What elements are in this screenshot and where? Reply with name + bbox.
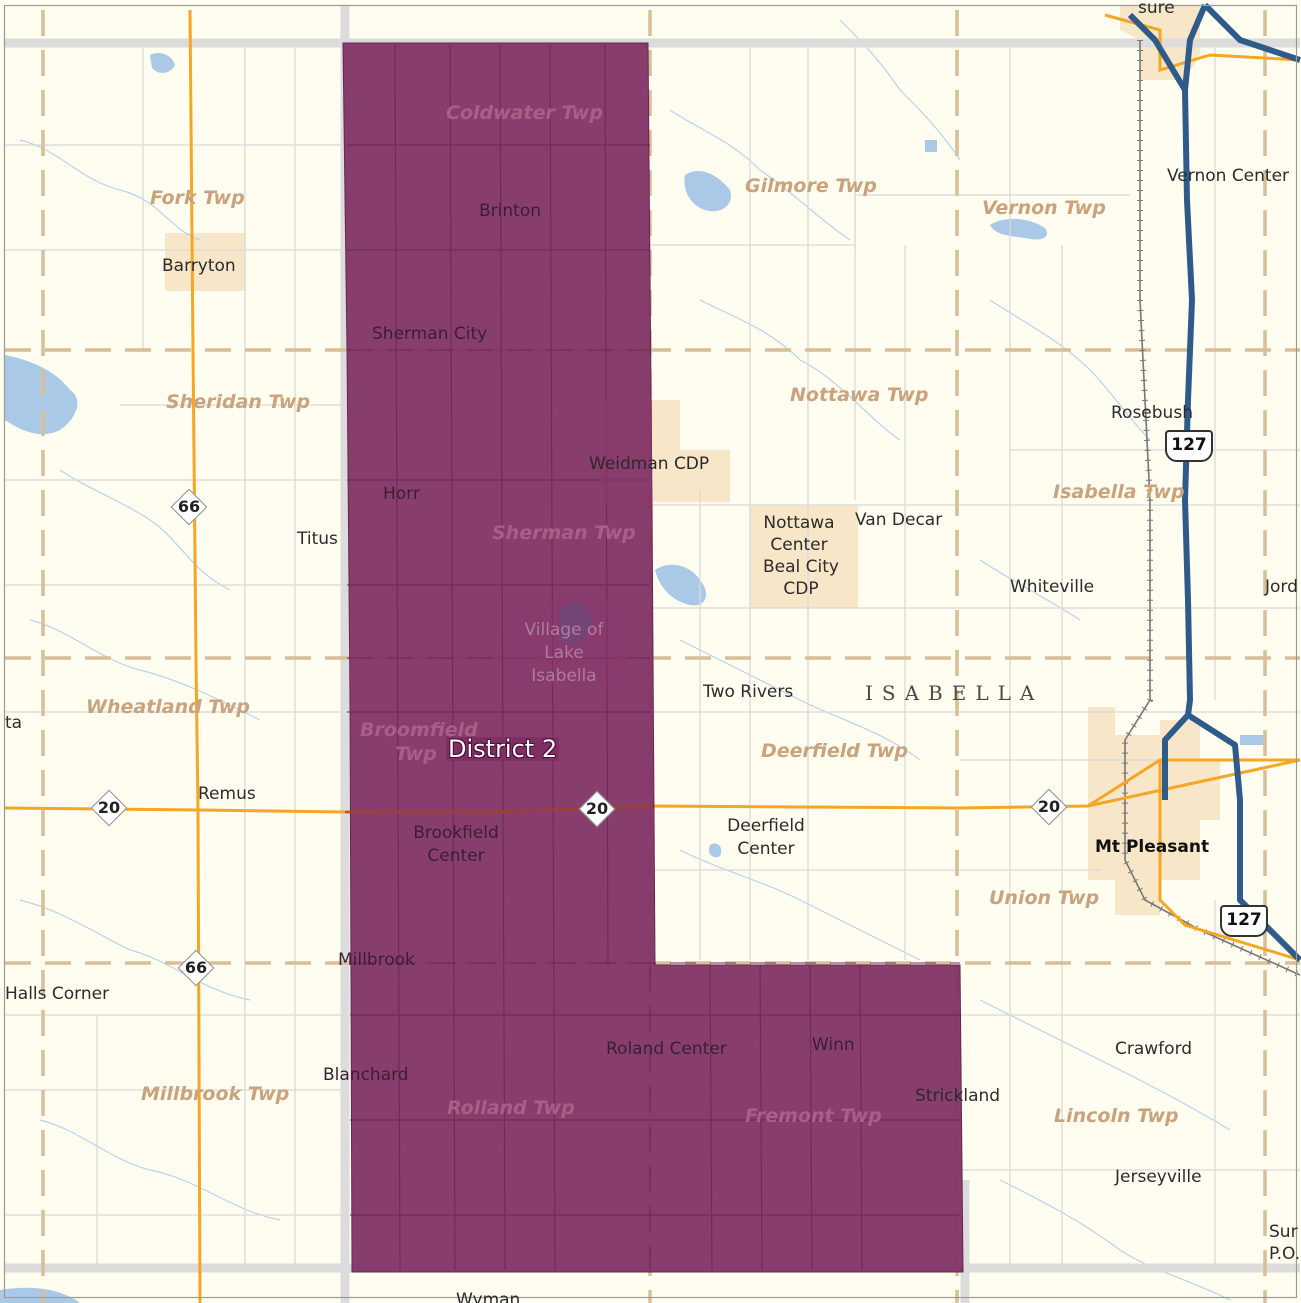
place-label: Remus bbox=[198, 784, 256, 804]
lake-beal bbox=[655, 564, 707, 606]
pond-fork bbox=[150, 53, 175, 73]
place-label: Beal City CDP bbox=[763, 557, 839, 599]
place-label: Winn bbox=[812, 1035, 855, 1055]
place-label: Jerseyville bbox=[1115, 1167, 1202, 1187]
pond-vernon bbox=[925, 140, 937, 152]
place-label: Barryton bbox=[162, 256, 236, 276]
place-label: Blanchard bbox=[323, 1065, 409, 1085]
place-label: Rosebush bbox=[1111, 403, 1193, 423]
township-label: Lincoln Twp bbox=[1054, 1105, 1179, 1127]
township-label: Coldwater Twp bbox=[446, 102, 603, 124]
place-label: Crawford bbox=[1115, 1039, 1193, 1059]
pond-deerfield bbox=[708, 843, 722, 858]
district-urban-weidman bbox=[600, 400, 652, 505]
township-label: Sherman Twp bbox=[492, 522, 636, 544]
township-label: Fremont Twp bbox=[745, 1105, 882, 1127]
lake-vernon bbox=[990, 218, 1048, 240]
place-label: Halls Corner bbox=[5, 984, 110, 1004]
place-label: Two Rivers bbox=[703, 682, 794, 702]
township-label: Rolland Twp bbox=[447, 1097, 575, 1119]
pond-mt-pleasant bbox=[1240, 735, 1265, 745]
place-label: Vernon Center bbox=[1167, 166, 1290, 186]
route-shield-m66: 66 bbox=[170, 488, 208, 526]
place-label: Horr bbox=[383, 484, 420, 504]
place-label: Roland Center bbox=[606, 1039, 727, 1059]
place-label: Brookfield Center bbox=[413, 823, 499, 866]
place-label: Sherman City bbox=[372, 324, 488, 344]
route-shield-m66: 66 bbox=[177, 949, 215, 987]
lake-west bbox=[5, 355, 78, 435]
lake-gilmore bbox=[684, 170, 731, 212]
urban-area-beal-city bbox=[750, 505, 858, 608]
county-label: ISABELLA bbox=[865, 681, 1044, 705]
township-label: Wheatland Twp bbox=[86, 696, 250, 718]
map-frame bbox=[3, 4, 1298, 1299]
place-label: sure bbox=[1138, 0, 1175, 18]
urban-area-mt-pleasant bbox=[1088, 707, 1220, 915]
urban-area-weidman-south bbox=[650, 450, 730, 502]
place-label: Deerfield Center bbox=[727, 816, 805, 859]
place-label: Nottawa Center bbox=[763, 513, 835, 555]
route-shield-m20: 20 bbox=[578, 790, 616, 828]
route-shield-m20: 20 bbox=[1030, 788, 1068, 826]
township-label: Fork Twp bbox=[150, 187, 245, 209]
place-label: Sur P.O. bbox=[1269, 1222, 1301, 1264]
route-shield-us127: 127 bbox=[1220, 905, 1268, 937]
place-label: Wyman bbox=[456, 1290, 521, 1303]
township-label: Sheridan Twp bbox=[166, 391, 311, 413]
place-label: Jord bbox=[1265, 577, 1298, 597]
township-label: Vernon Twp bbox=[982, 197, 1106, 219]
place-label: Brinton bbox=[479, 201, 541, 221]
urban-area-barryton bbox=[165, 233, 245, 291]
township-label: Nottawa Twp bbox=[790, 384, 929, 406]
place-label: Titus bbox=[297, 529, 338, 549]
township-label: Broomfield Twp bbox=[360, 719, 478, 765]
urban-area-weidman bbox=[650, 400, 680, 450]
city-label: Mt Pleasant bbox=[1095, 837, 1210, 857]
streams bbox=[19, 19, 1231, 1301]
place-label: Village of Lake Isabella bbox=[524, 620, 604, 686]
water-features bbox=[0, 53, 1265, 1303]
place-label: ta bbox=[5, 713, 23, 733]
district-label[interactable]: District 2 bbox=[446, 735, 560, 763]
township-label: Gilmore Twp bbox=[745, 175, 877, 197]
place-label: Weidman CDP bbox=[589, 454, 710, 474]
route-shield-m20: 20 bbox=[90, 789, 128, 827]
township-label: Millbrook Twp bbox=[141, 1083, 290, 1105]
township-label: Union Twp bbox=[989, 887, 1100, 909]
place-label: Millbrook bbox=[338, 950, 415, 970]
district-2-polygon[interactable] bbox=[342, 42, 964, 1273]
township-label: Isabella Twp bbox=[1053, 481, 1185, 503]
lake-southwest bbox=[0, 1287, 80, 1303]
place-label: Whiteville bbox=[1010, 577, 1095, 597]
township-label: Deerfield Twp bbox=[761, 740, 908, 762]
place-label: Strickland bbox=[915, 1086, 1001, 1106]
lake-isabella-water bbox=[560, 603, 592, 644]
place-label: Van Decar bbox=[855, 510, 943, 530]
route-shield-us127: 127 bbox=[1165, 430, 1213, 462]
